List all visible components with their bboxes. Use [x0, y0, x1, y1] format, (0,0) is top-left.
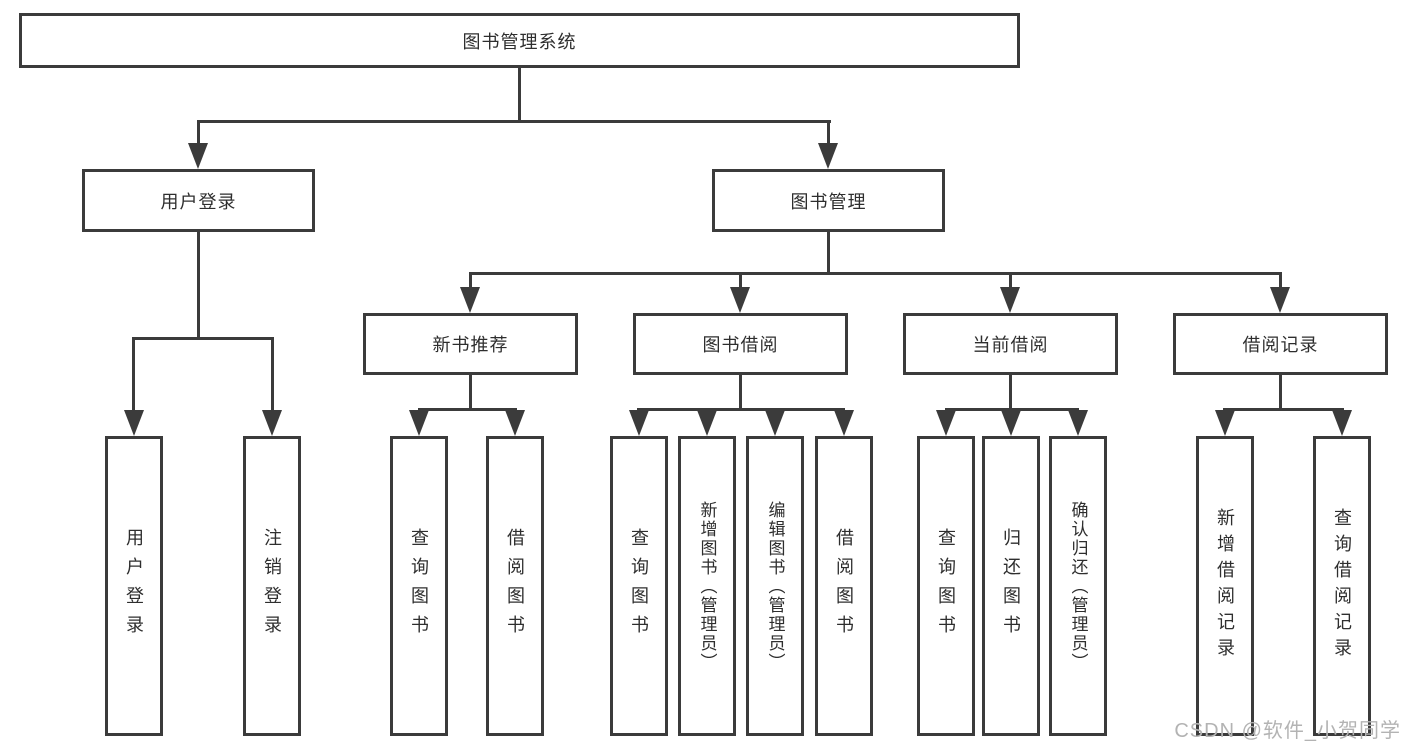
arrow-down-icon [409, 410, 429, 436]
arrow-down-icon [818, 143, 838, 169]
node-user-login: 用户登录 [82, 169, 315, 232]
node-current-borrowing: 当前借阅 [903, 313, 1118, 375]
arrow-down-icon [936, 410, 956, 436]
leaf-logout: 注销登录 [243, 436, 301, 736]
connector-level3-bus [469, 272, 1282, 275]
arrow-down-icon [1001, 410, 1021, 436]
connector-borrow-stem [739, 375, 742, 411]
leaf-user-login: 用户登录 [105, 436, 163, 736]
arrow-down-icon [460, 287, 480, 313]
node-borrow-records: 借阅记录 [1173, 313, 1388, 375]
connector-drop [739, 272, 742, 290]
connector-group5-bus [1223, 408, 1344, 411]
leaf-query-borrow-record: 查询借阅记录 [1313, 436, 1371, 736]
watermark: CSDN @软件_小贺同学 [1174, 720, 1401, 742]
leaf-borrow-books-rec: 借阅图书 [486, 436, 544, 736]
connector-group4-bus [945, 408, 1079, 411]
node-book-management: 图书管理 [712, 169, 945, 232]
leaf-query-books-borrow: 查询图书 [610, 436, 668, 736]
connector-drop [132, 337, 135, 413]
connector-drop [1009, 272, 1012, 290]
leaf-confirm-return-admin: 确认归还（管理员） [1049, 436, 1107, 736]
connector-group2-bus [418, 408, 517, 411]
arrow-down-icon [629, 410, 649, 436]
arrow-down-icon [730, 287, 750, 313]
connector-bookmgmt-stem [827, 232, 830, 275]
connector-records-stem [1279, 375, 1282, 411]
arrow-down-icon [834, 410, 854, 436]
connector-root-stem [518, 68, 521, 123]
node-new-book-recommend: 新书推荐 [363, 313, 578, 375]
connector-drop [1279, 272, 1282, 290]
leaf-add-books-admin: 新增图书（管理员） [678, 436, 736, 736]
connector-group3-bus [637, 408, 845, 411]
arrow-down-icon [262, 410, 282, 436]
leaf-query-books-current: 查询图书 [917, 436, 975, 736]
connector-newrec-stem [469, 375, 472, 411]
arrow-down-icon [1215, 410, 1235, 436]
connector-group1-bus [132, 337, 274, 340]
arrow-down-icon [1332, 410, 1352, 436]
connector-drop [469, 272, 472, 290]
leaf-query-books-rec: 查询图书 [390, 436, 448, 736]
arrow-down-icon [1270, 287, 1290, 313]
arrow-down-icon [765, 410, 785, 436]
arrow-down-icon [1000, 287, 1020, 313]
arrow-down-icon [505, 410, 525, 436]
connector-drop [197, 120, 200, 146]
connector-current-stem [1009, 375, 1012, 411]
connector-level2-bus [197, 120, 831, 123]
arrow-down-icon [1068, 410, 1088, 436]
connector-drop [827, 120, 830, 146]
leaf-add-borrow-record: 新增借阅记录 [1196, 436, 1254, 736]
arrow-down-icon [697, 410, 717, 436]
node-book-borrowing: 图书借阅 [633, 313, 848, 375]
leaf-return-books: 归还图书 [982, 436, 1040, 736]
node-library-system: 图书管理系统 [19, 13, 1020, 68]
connector-drop [271, 337, 274, 413]
leaf-borrow-books: 借阅图书 [815, 436, 873, 736]
arrow-down-icon [188, 143, 208, 169]
arrow-down-icon [124, 410, 144, 436]
leaf-edit-books-admin: 编辑图书（管理员） [746, 436, 804, 736]
connector-userlogin-stem [197, 232, 200, 340]
